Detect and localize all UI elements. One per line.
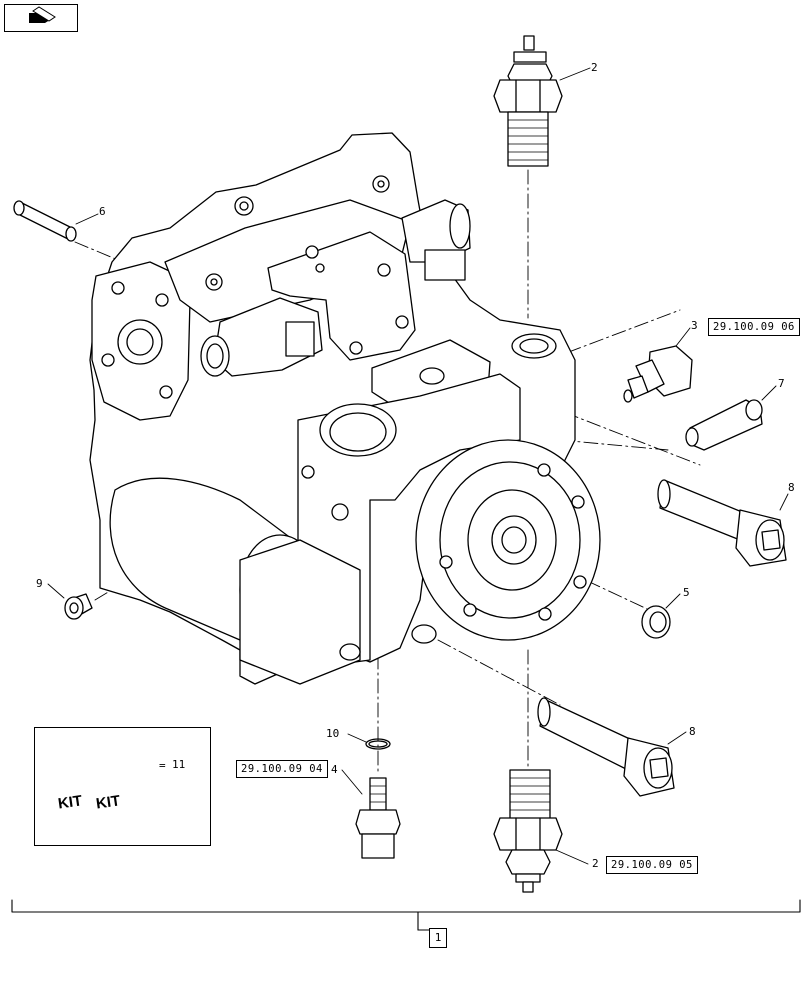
leader-9: [47, 583, 65, 599]
leader-4: [341, 769, 363, 795]
leader-10: [347, 733, 367, 743]
kit-equals-sign: =: [159, 759, 166, 772]
kit-label-left: KIT: [56, 792, 84, 813]
ref-link-part-3[interactable]: 29.100.09 06: [708, 318, 800, 336]
part-2-sensor-bottom: [493, 769, 563, 893]
leader-2-bottom: [555, 849, 589, 865]
callout-8-lower[interactable]: 8: [689, 725, 696, 738]
part-10-oring: [365, 738, 391, 750]
callout-4[interactable]: 4: [331, 763, 338, 776]
callout-6[interactable]: 6: [99, 205, 106, 218]
part-6-pin: [13, 200, 77, 242]
assembly-bracket: [11, 899, 801, 931]
kit-legend-panel: [34, 727, 211, 846]
leader-3: [675, 327, 691, 347]
part-8-bolt-upper: [657, 479, 787, 567]
page-turn-icon: [29, 6, 56, 23]
callout-3[interactable]: 3: [691, 319, 698, 332]
part-7-stud: [685, 399, 763, 451]
callout-2-bottom[interactable]: 2: [592, 857, 599, 870]
pump-body: [89, 132, 601, 685]
leader-7: [761, 385, 777, 401]
callout-7[interactable]: 7: [778, 377, 785, 390]
part-8-bolt-lower: [537, 697, 675, 797]
leader-8-upper: [779, 493, 789, 511]
callout-9[interactable]: 9: [36, 577, 43, 590]
callout-5[interactable]: 5: [683, 586, 690, 599]
part-4-sensor: [355, 777, 401, 859]
callout-8-upper[interactable]: 8: [788, 481, 795, 494]
leader-5: [665, 593, 681, 609]
callout-1-assembly[interactable]: 1: [429, 928, 447, 948]
kit-label-right: KIT: [94, 792, 122, 813]
callout-2-top[interactable]: 2: [591, 61, 598, 74]
part-9-plug: [64, 593, 93, 620]
leader-8-lower: [667, 731, 687, 745]
part-2-sensor-top: [493, 35, 563, 167]
ref-link-part-2[interactable]: 29.100.09 05: [606, 856, 698, 874]
ref-link-part-4[interactable]: 29.100.09 04: [236, 760, 328, 778]
leader-2-top: [559, 67, 591, 81]
callout-10[interactable]: 10: [326, 727, 340, 740]
page-turn-button[interactable]: [4, 4, 78, 32]
part-5-washer: [641, 605, 671, 639]
leader-6: [75, 213, 99, 225]
callout-11[interactable]: 11: [172, 758, 186, 771]
part-3-plug: [623, 345, 693, 403]
